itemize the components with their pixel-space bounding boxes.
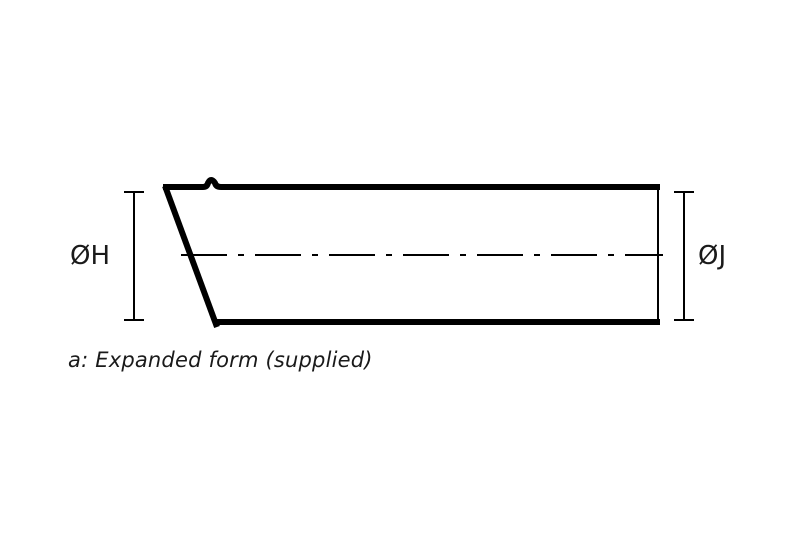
- tube-outline: [162, 177, 660, 329]
- dimension-label-j: ØJ: [698, 241, 727, 271]
- tube-top-edge: [163, 177, 660, 190]
- dimension-label-h: ØH: [70, 241, 111, 271]
- dimension-h: [124, 191, 144, 321]
- tube-slanted-end: [162, 184, 220, 329]
- caption: a: Expanded form (supplied): [68, 348, 373, 372]
- dimension-j: [674, 191, 694, 321]
